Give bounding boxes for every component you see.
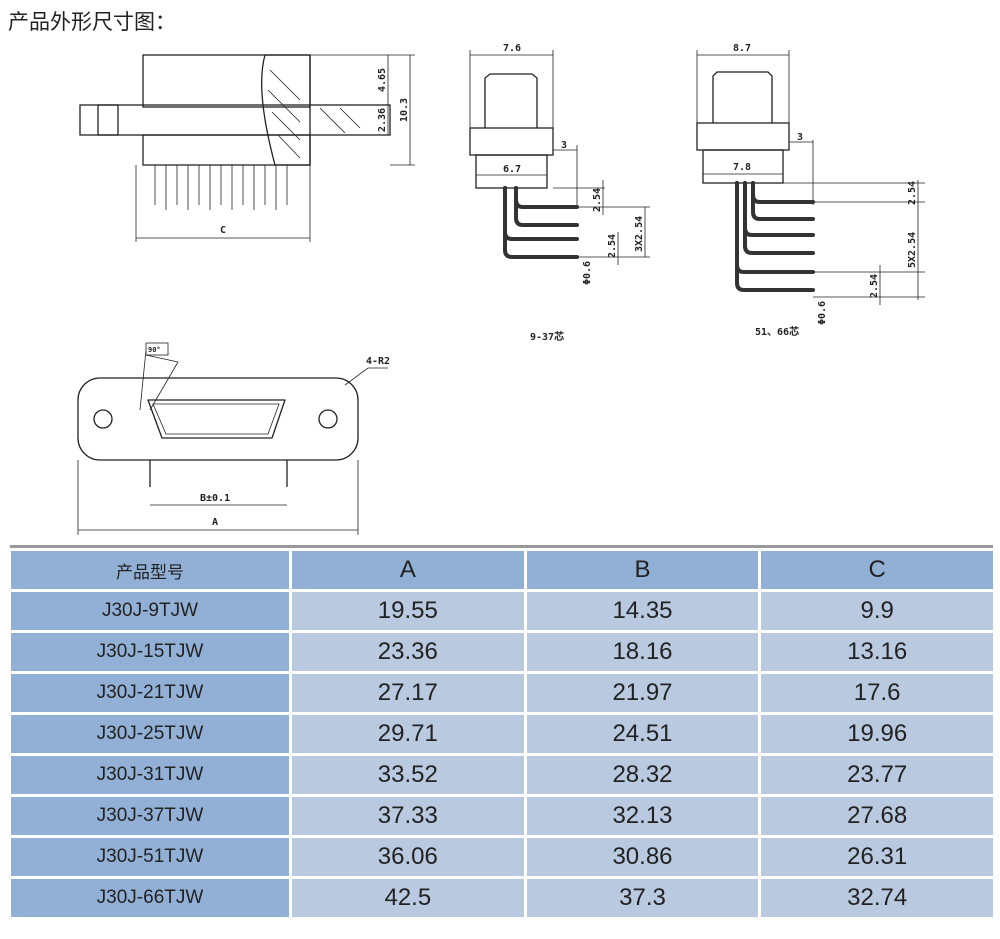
dim-4-65: 4.65	[377, 68, 388, 92]
cell-a: 36.06	[292, 838, 524, 876]
cell-model: J30J-9TJW	[11, 592, 289, 630]
table-top-rule	[10, 545, 993, 548]
cell-b: 28.32	[526, 756, 759, 794]
cell-b: 30.86	[526, 838, 759, 876]
pin-view-51-66: 8.7 7.8 3 2.54 5X2.54 2.54 Φ0.6 51、66芯	[696, 43, 925, 338]
dim-radius: 4-R2	[366, 356, 390, 367]
pin-view-9-37: 7.6 6.7 3 2.54 3X2.54 2.54 Φ0.6 9-37芯	[469, 43, 650, 343]
cell-c: 19.96	[761, 715, 993, 753]
dim-2-54: 2.54	[869, 274, 880, 298]
cell-a: 23.36	[292, 633, 524, 671]
dim-10-3: 10.3	[399, 98, 410, 122]
dim-dia: Φ0.6	[817, 301, 828, 325]
dim-3x2-54: 3X2.54	[634, 216, 645, 252]
dim-5x2-54: 5X2.54	[907, 232, 918, 268]
dim-3: 3	[561, 140, 567, 151]
cell-a: 42.5	[292, 879, 524, 917]
cell-c: 26.31	[761, 838, 993, 876]
header-c: C	[761, 551, 993, 589]
cell-model: J30J-21TJW	[11, 674, 289, 712]
cell-b: 24.51	[526, 715, 759, 753]
cell-a: 37.33	[292, 797, 524, 835]
page-title: 产品外形尺寸图：	[8, 11, 176, 34]
dim-angle: 90°	[148, 346, 161, 354]
header-model: 产品型号	[11, 551, 289, 589]
cell-model: J30J-51TJW	[11, 838, 289, 876]
cell-b: 14.35	[526, 592, 759, 630]
cell-model: J30J-25TJW	[11, 715, 289, 753]
cell-c: 9.9	[761, 592, 993, 630]
cell-model: J30J-66TJW	[11, 879, 289, 917]
cell-c: 32.74	[761, 879, 993, 917]
front-view-drawing: B±0.1 A 90° 4-R2	[77, 342, 390, 535]
dim-6-7: 6.7	[503, 164, 521, 175]
dim-2-36: 2.36	[377, 108, 388, 132]
dim-7-6: 7.6	[503, 43, 521, 54]
cell-c: 13.16	[761, 633, 993, 671]
cell-b: 32.13	[526, 797, 759, 835]
header-a: A	[292, 551, 524, 589]
cell-c: 23.77	[761, 756, 993, 794]
dim-2-54: 2.54	[607, 234, 618, 258]
cell-model: J30J-15TJW	[11, 633, 289, 671]
caption-51-66: 51、66芯	[755, 325, 799, 338]
cell-c: 17.6	[761, 674, 993, 712]
dim-b: B±0.1	[200, 493, 230, 504]
dimension-drawings: C 4.65 2.36 10.3 7.6 6.7 3 2.54 3X2.54 2…	[77, 43, 925, 535]
cell-a: 19.55	[292, 592, 524, 630]
dim-3: 3	[797, 132, 803, 143]
cell-b: 18.16	[526, 633, 759, 671]
cell-model: J30J-31TJW	[11, 756, 289, 794]
cell-a: 33.52	[292, 756, 524, 794]
dim-7-8: 7.8	[733, 162, 751, 173]
header-b: B	[526, 551, 759, 589]
cell-a: 29.71	[292, 715, 524, 753]
dim-2-54: 2.54	[592, 188, 603, 212]
dim-c: C	[220, 225, 226, 236]
cell-a: 27.17	[292, 674, 524, 712]
dim-8-7: 8.7	[733, 43, 751, 54]
cell-model: J30J-37TJW	[11, 797, 289, 835]
caption-9-37: 9-37芯	[530, 330, 564, 343]
dim-a: A	[212, 517, 218, 528]
cell-c: 27.68	[761, 797, 993, 835]
cell-b: 37.3	[526, 879, 759, 917]
side-view-drawing: C 4.65 2.36 10.3	[79, 54, 415, 242]
cell-b: 21.97	[526, 674, 759, 712]
dim-2-54: 2.54	[907, 181, 918, 205]
dim-dia: Φ0.6	[582, 261, 593, 285]
